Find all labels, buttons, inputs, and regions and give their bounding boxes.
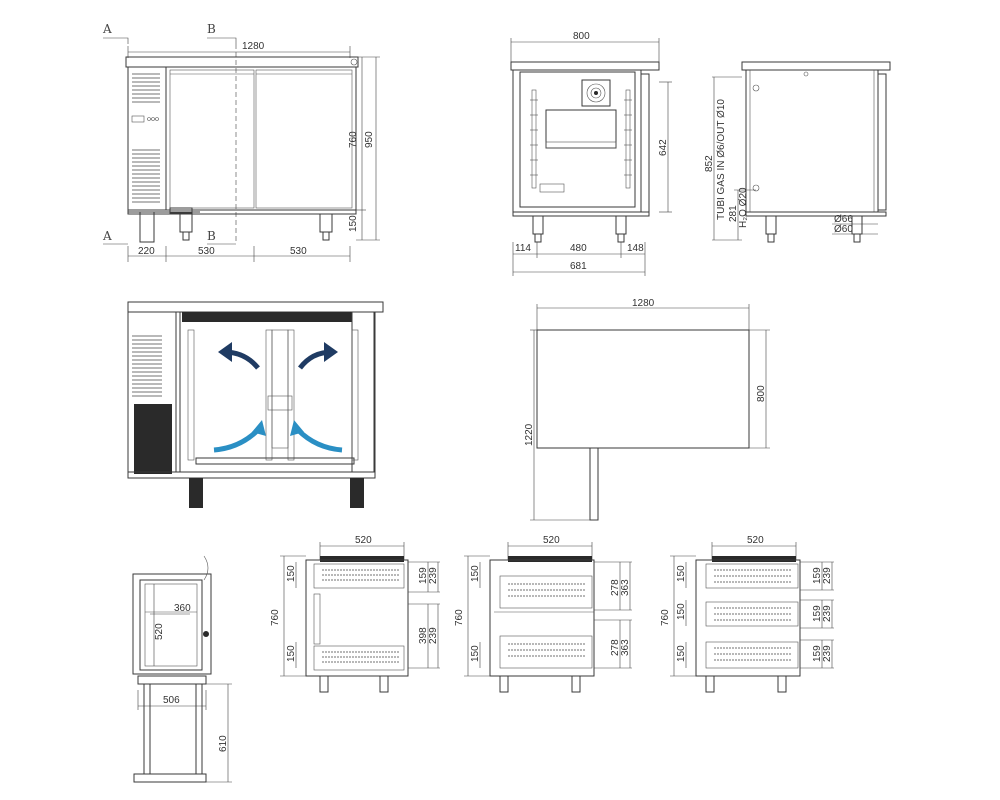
c3-a-150: 150 — [676, 565, 687, 582]
c3-r6-239: 239 — [822, 645, 833, 662]
front-width-530-b: 530 — [290, 246, 307, 257]
drawer-width-360: 360 — [174, 603, 191, 614]
side-width-148: 148 — [627, 243, 644, 254]
c3-r3-159: 159 — [812, 605, 823, 622]
c1-a-150: 150 — [286, 565, 297, 582]
front-view: A B A B 1280 — [102, 22, 380, 262]
section-label-a-bottom: A — [102, 229, 112, 243]
c1-b-150: 150 — [286, 645, 297, 662]
section-label-b-bottom: B — [207, 229, 216, 243]
c3-r1-159: 159 — [812, 567, 823, 584]
plan-width-1280: 1280 — [632, 298, 655, 309]
front-height-150: 150 — [348, 215, 359, 232]
c1-height-760: 760 — [270, 609, 281, 626]
drawer-config-1: 520 760 150 150 159 239 — [270, 535, 440, 693]
section-label-b-top: B — [207, 22, 216, 36]
side-width-681: 681 — [570, 261, 587, 272]
c3-r4-239: 239 — [822, 605, 833, 622]
side2-water-label: H₂O Ø20 — [738, 187, 749, 228]
drawer-height-610: 610 — [218, 735, 229, 752]
side2-dia-66: Ø66 — [834, 214, 853, 225]
front-width-dim: 1280 — [242, 41, 265, 52]
c2-r4-363: 363 — [620, 639, 631, 656]
c3-b-150: 150 — [676, 645, 687, 662]
airflow-section-view — [127, 301, 384, 508]
plan-depth-1220: 1220 — [524, 423, 535, 446]
c2-r1-278: 278 — [610, 579, 621, 596]
drawer-config-3: 520 760 150 150 150 15 — [660, 535, 834, 693]
side2-dia-60: Ø60 — [834, 224, 853, 235]
c3-r5-159: 159 — [812, 645, 823, 662]
drawer-height-520: 520 — [154, 623, 165, 640]
front-height-760: 760 — [348, 131, 359, 148]
side-width-114: 114 — [515, 243, 531, 254]
side2-height-852: 852 — [704, 155, 715, 172]
drawer-view: 360 520 506 610 — [132, 555, 232, 783]
c3-height-760: 760 — [660, 609, 671, 626]
c1-r3-398: 398 — [418, 627, 429, 644]
c2-b-150: 150 — [470, 645, 481, 662]
c1-r4-239: 239 — [428, 627, 439, 644]
c3-r2-239: 239 — [822, 567, 833, 584]
c1-r1-159: 159 — [418, 567, 429, 584]
side2-height-281: 281 — [728, 205, 739, 222]
section-label-a-top: A — [102, 22, 112, 36]
c1-r2-239: 239 — [428, 567, 439, 584]
side-width-480: 480 — [570, 243, 587, 254]
front-height-950: 950 — [364, 131, 375, 148]
drawer-width-506: 506 — [163, 695, 180, 706]
c2-r3-278: 278 — [610, 639, 621, 656]
c2-height-760: 760 — [454, 609, 465, 626]
plan-view: 1280 800 1220 — [524, 298, 770, 521]
side-elevation-view: 852 TUBI GAS IN Ø6/OUT Ø10 281 H₂O Ø20 Ø… — [704, 61, 891, 243]
c2-width-520: 520 — [543, 535, 560, 546]
front-width-220: 220 — [138, 246, 155, 257]
side-section-view: 800 642 — [510, 31, 672, 276]
plan-depth-800: 800 — [756, 385, 767, 402]
c1-width-520: 520 — [355, 535, 372, 546]
side-height-642: 642 — [658, 139, 669, 156]
drawer-config-2: 520 760 150 150 278 363 — [454, 535, 632, 693]
side-width-800: 800 — [573, 31, 590, 42]
c3-c-150: 150 — [676, 603, 687, 620]
front-width-530-a: 530 — [198, 246, 215, 257]
side2-gas-pipes-label: TUBI GAS IN Ø6/OUT Ø10 — [716, 99, 727, 220]
c2-r2-363: 363 — [620, 579, 631, 596]
c2-a-150: 150 — [470, 565, 481, 582]
c3-width-520: 520 — [747, 535, 764, 546]
